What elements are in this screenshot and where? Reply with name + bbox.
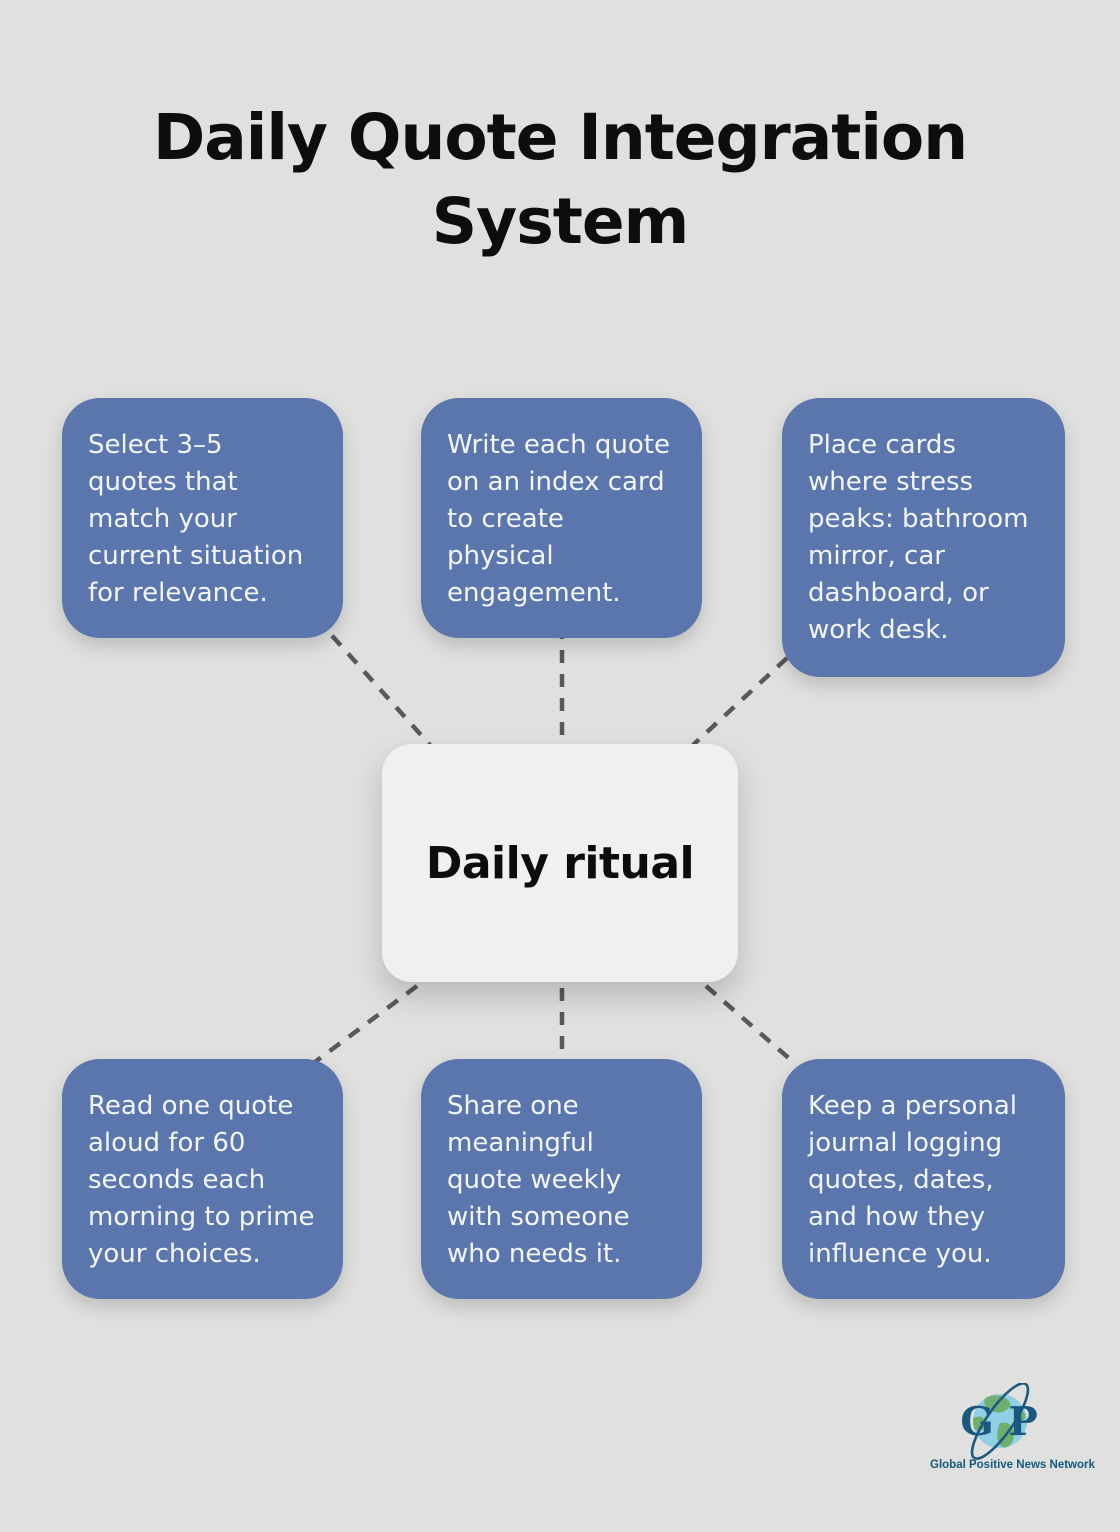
node-top-middle: Write each quote on an index card to cre… [421,398,702,638]
connector-line-bottom-left [313,984,419,1064]
node-bottom-middle-text: Share one meaningful quote weekly with s… [447,1091,630,1269]
connector-line-bottom-right [704,984,793,1062]
node-bottom-left: Read one quote aloud for 60 seconds each… [62,1059,343,1299]
page-title: Daily Quote Integration System [152,101,968,258]
node-top-left-text: Select 3–5 quotes that match your curren… [88,430,304,608]
node-top-right-text: Place cards where stress peaks: bathroom… [808,430,1029,645]
node-top-left: Select 3–5 quotes that match your curren… [62,398,343,638]
logo-caption: Global Positive News Network [930,1459,1095,1471]
connector-line-top-right [691,656,789,747]
logo: G P Global Positive News Network [930,1382,1095,1471]
center-node: Daily ritual [382,744,738,982]
node-bottom-right: Keep a personal journal logging quotes, … [782,1059,1065,1299]
center-node-label: Daily ritual [425,837,695,889]
node-bottom-middle: Share one meaningful quote weekly with s… [421,1059,702,1299]
node-top-middle-text: Write each quote on an index card to cre… [447,430,670,608]
node-bottom-left-text: Read one quote aloud for 60 seconds each… [88,1091,315,1269]
logo-letter-p: P [1008,1399,1037,1445]
globe-icon: G P [960,1382,1038,1460]
orbit-ring [970,1382,1030,1460]
logo-letter-g: G [960,1399,993,1445]
node-top-right: Place cards where stress peaks: bathroom… [782,398,1065,677]
node-bottom-right-text: Keep a personal journal logging quotes, … [808,1091,1017,1269]
